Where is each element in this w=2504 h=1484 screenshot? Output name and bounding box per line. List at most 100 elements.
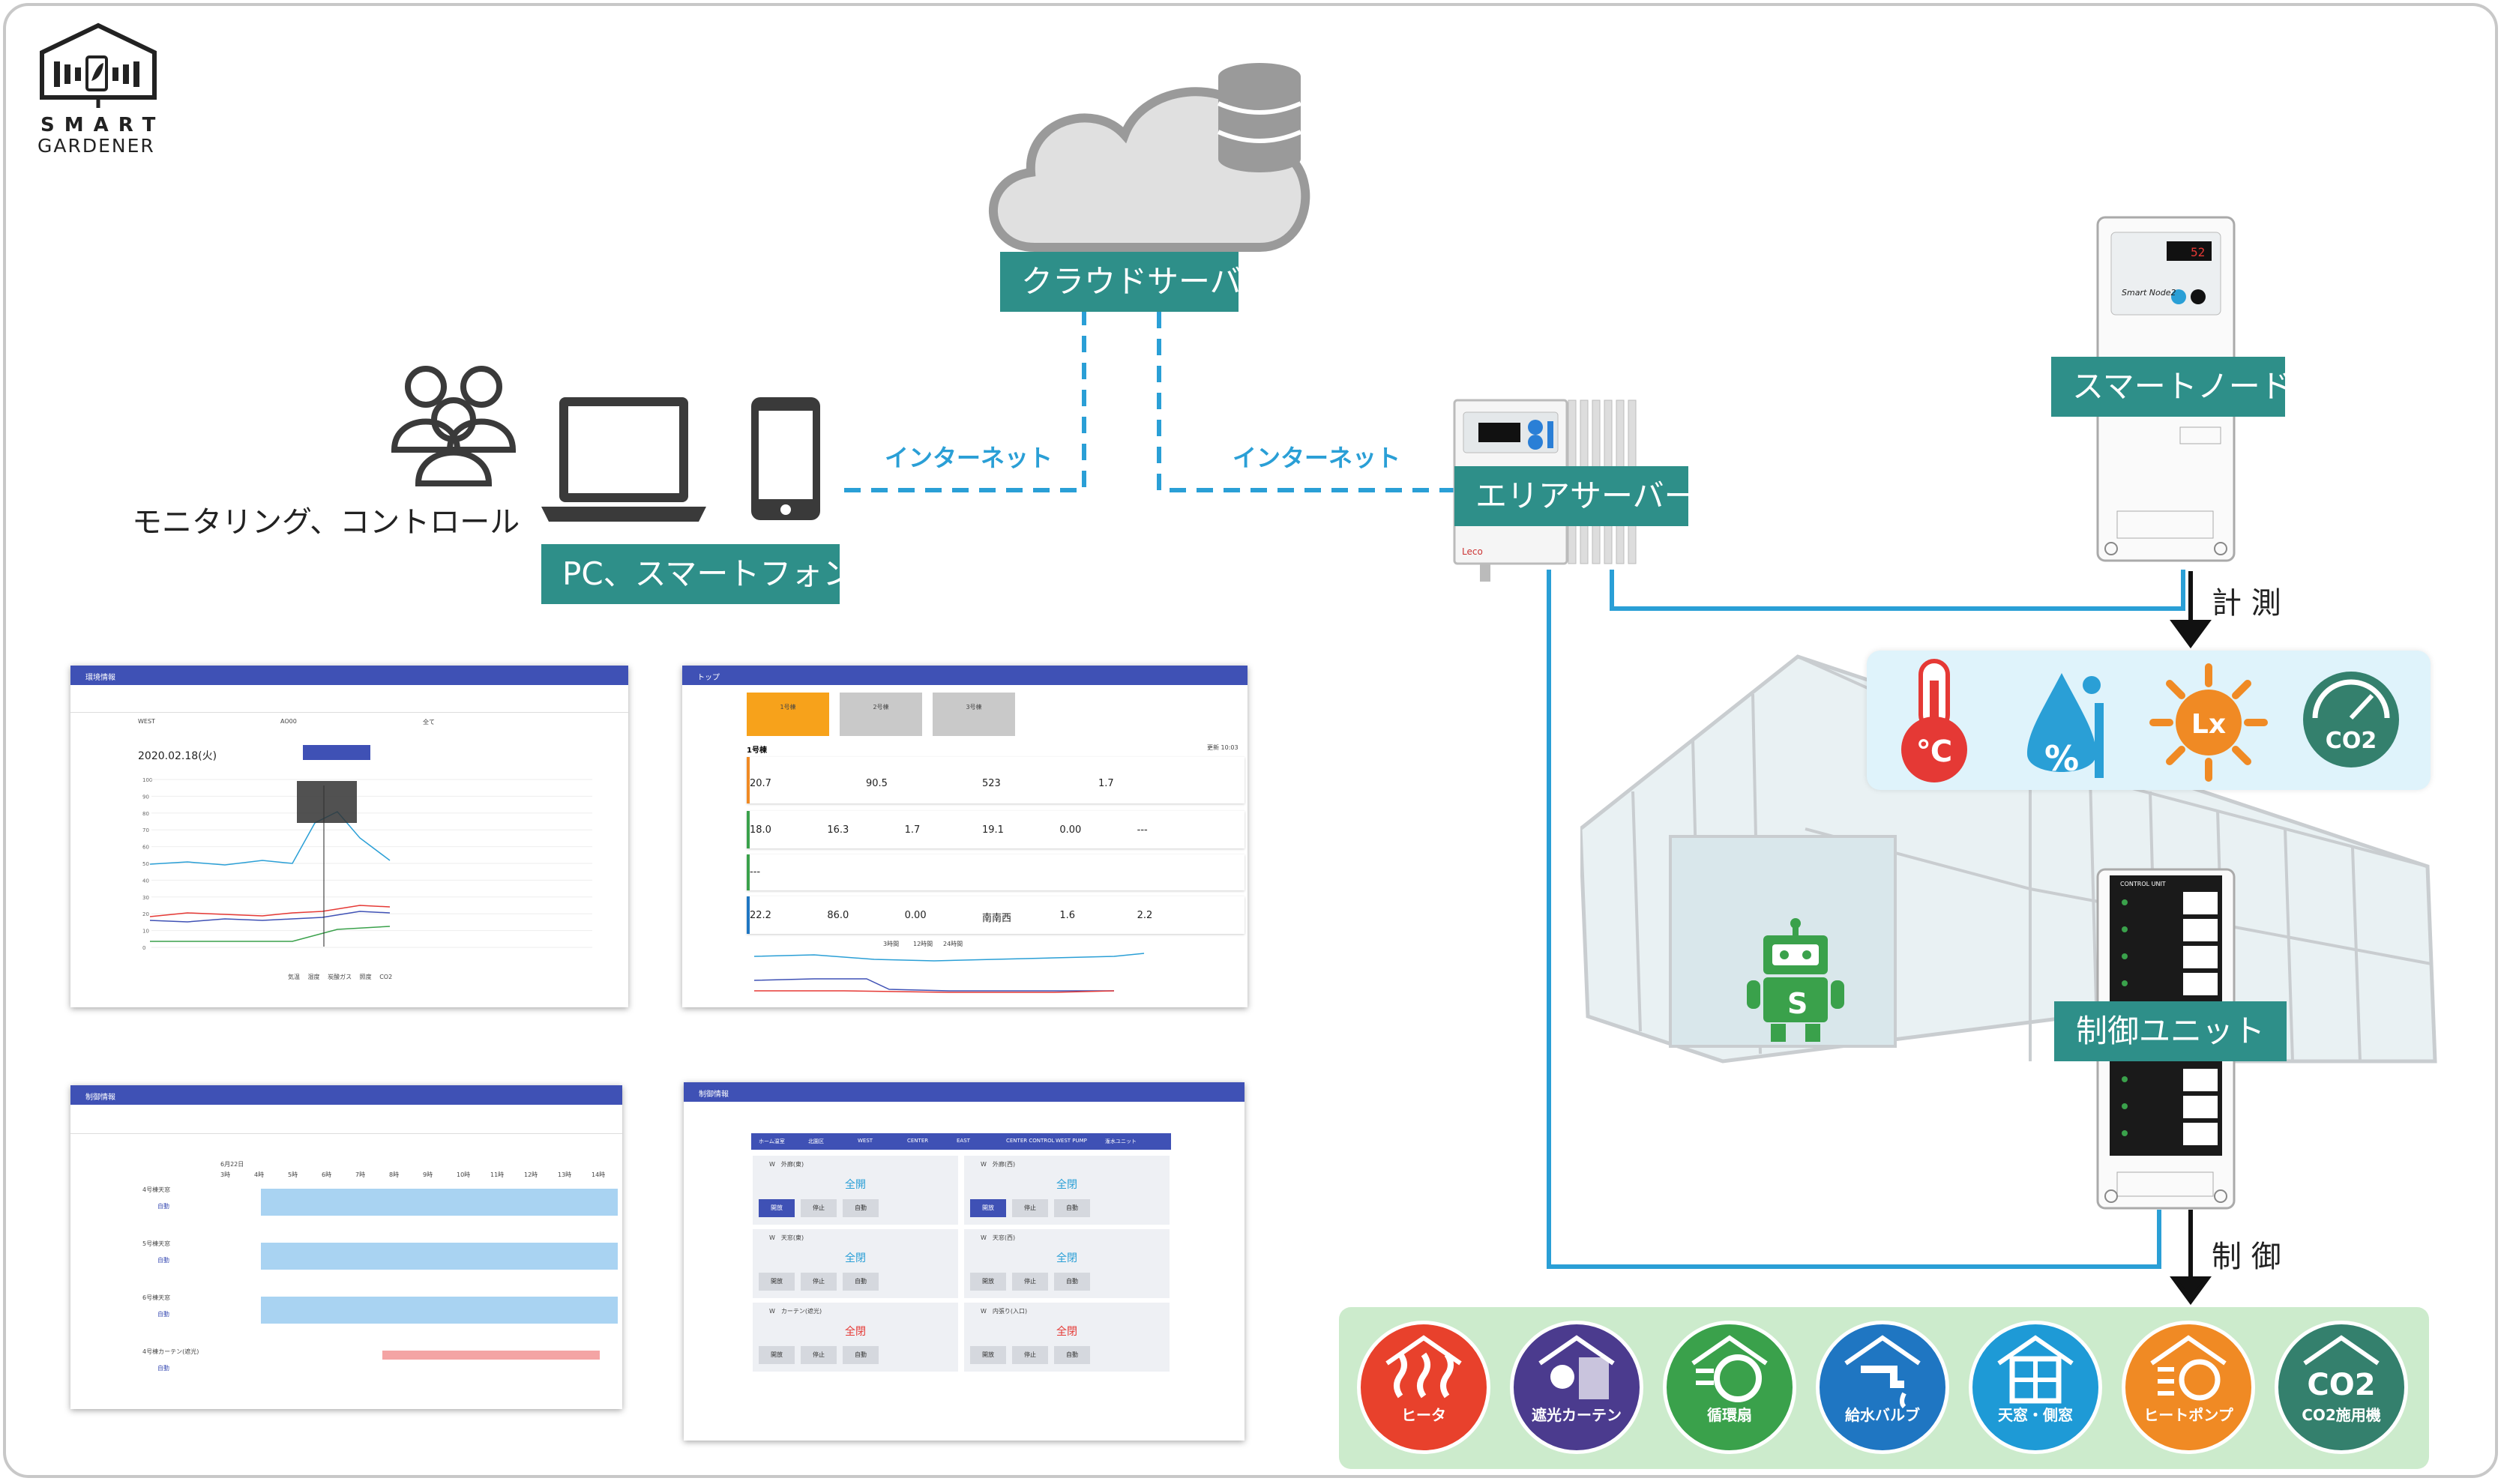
control-button[interactable]: 開放 [759, 1199, 795, 1217]
control-button[interactable]: 開放 [970, 1273, 1006, 1291]
control-card-name: W 外廊(西) [981, 1161, 1016, 1168]
sensor-value: --- [750, 866, 761, 878]
schedule-bar[interactable] [261, 1189, 618, 1216]
screen1-date: 2020.02.18(火) [138, 750, 217, 762]
range-tab[interactable]: 24時間 [943, 941, 963, 947]
sensor-value: 0.00 [1059, 824, 1082, 836]
schedule-mode[interactable]: 自動 [157, 1311, 169, 1318]
control-button[interactable]: 自動 [1054, 1273, 1090, 1291]
actuator-circle: 遮光カーテン [1510, 1321, 1643, 1454]
temperature-unit-text: ℃ [1916, 735, 1952, 769]
control-tab[interactable]: 北園区 [808, 1138, 824, 1144]
hour-label: 7時 [355, 1171, 366, 1178]
schedule-mode[interactable]: 自動 [157, 1257, 169, 1264]
control-tab[interactable]: ホーム温室 [759, 1138, 785, 1144]
screen2-tab-2[interactable]: 2号棟 [840, 693, 922, 736]
screen1-field-a: WEST [138, 718, 155, 725]
schedule-bar[interactable] [261, 1297, 618, 1324]
y-tick-label: 60 [142, 845, 149, 851]
control-button[interactable]: 停止 [1012, 1273, 1048, 1291]
smart-node-label: スマートノード２ [2051, 357, 2323, 417]
control-tab[interactable]: CENTER [907, 1138, 929, 1144]
legend-item: 湿度 [307, 974, 320, 980]
database-icon [1217, 63, 1302, 172]
actuator-icon [1538, 1335, 1615, 1399]
y-tick-label: 50 [142, 861, 149, 867]
logo-text-top: SMART [40, 114, 166, 136]
robot-mascot-icon: S [1747, 918, 1844, 1042]
area-server-label: エリアサーバー [1454, 466, 1696, 526]
control-unit-header: CONTROL UNIT [2120, 881, 2166, 887]
actuator-circle: 天窓・側窓 [1969, 1321, 2102, 1454]
sensor-value: 1.7 [1098, 778, 1114, 789]
schedule-bar[interactable] [382, 1351, 600, 1360]
control-button[interactable]: 自動 [1054, 1346, 1090, 1364]
control-tab[interactable]: 潅水ユニット [1105, 1138, 1137, 1144]
control-button[interactable]: 開放 [759, 1273, 795, 1291]
control-tab[interactable]: CENTER CONTROL [1006, 1138, 1055, 1144]
devices-label: PC、スマートフォン [541, 544, 854, 604]
control-button[interactable]: 開放 [759, 1346, 795, 1364]
screen4-title: 制御情報 [699, 1091, 729, 1099]
control-card-status: 全閉 [845, 1326, 866, 1338]
control-button[interactable]: 自動 [843, 1346, 879, 1364]
control-tab[interactable]: WEST [858, 1138, 873, 1144]
schedule-mode[interactable]: 自動 [157, 1203, 169, 1210]
screen2-tab-3-label: 3号棟 [966, 704, 982, 711]
screen2-chart [754, 953, 1145, 993]
screen1-nav-buttons[interactable] [303, 745, 370, 760]
screen1-tabs [70, 687, 628, 713]
control-button[interactable]: 停止 [801, 1346, 837, 1364]
control-button[interactable]: 停止 [801, 1273, 837, 1291]
control-tab[interactable]: WEST PUMP [1056, 1138, 1087, 1144]
light-unit-text: Lx [2191, 709, 2226, 740]
screen2-header: トップ [682, 666, 1248, 685]
screen1-title: 環境情報 [85, 674, 115, 682]
node-display-value: 52 [2191, 245, 2205, 259]
range-tab[interactable]: 12時間 [913, 941, 933, 947]
control-tab[interactable]: EAST [957, 1138, 970, 1144]
screen3-title: 制御情報 [85, 1094, 115, 1102]
y-tick-label: 80 [142, 811, 149, 817]
control-card-name: W 天窓(西) [981, 1234, 1016, 1241]
screen4-header: 制御情報 [684, 1082, 1245, 1102]
control-button[interactable]: 停止 [801, 1199, 837, 1217]
users-caption: モニタリング、コントロール [132, 505, 520, 540]
control-card-name: W カーテン(遮光) [769, 1308, 822, 1315]
screen1-legend: 気温 湿度 炭酸ガス 照度 CO2 [288, 973, 392, 981]
schedule-mode[interactable]: 自動 [157, 1365, 169, 1372]
schedule-bar[interactable] [261, 1243, 618, 1270]
control-card: W 外廊(東)全開開放停止自動 [753, 1156, 958, 1225]
svg-text:CO2: CO2 [2307, 1368, 2375, 1402]
range-tab[interactable]: 3時間 [883, 941, 900, 947]
control-button[interactable]: 自動 [843, 1199, 879, 1217]
control-card-name: W 天窓(東) [769, 1234, 804, 1241]
y-tick-label: 10 [142, 929, 149, 935]
sensor-value: 20.7 [750, 778, 771, 789]
users-icon [391, 366, 517, 486]
screen2-tab-3[interactable]: 3号棟 [933, 693, 1015, 736]
sensor-value: 16.3 [827, 824, 849, 836]
control-card: W 内張り(入口)全閉開放停止自動 [964, 1303, 1170, 1372]
internet-label-right: インターネット [1233, 444, 1401, 472]
control-card: W 天窓(東)全閉開放停止自動 [753, 1229, 958, 1298]
y-tick-label: 70 [142, 827, 149, 833]
control-button[interactable]: 自動 [843, 1273, 879, 1291]
control-button[interactable]: 開放 [970, 1346, 1006, 1364]
hour-label: 13時 [558, 1171, 572, 1178]
actuator-label: 遮光カーテン [1532, 1406, 1622, 1424]
control-button[interactable]: 停止 [1012, 1346, 1048, 1364]
hour-label: 14時 [592, 1171, 606, 1178]
sensor-value: 19.1 [982, 824, 1004, 836]
control-card: W 天窓(西) 全閉開放停止自動 [964, 1229, 1170, 1298]
control-label: 制 御 [2212, 1240, 2281, 1274]
screen2-tab-1[interactable]: 1号棟 [747, 693, 829, 736]
control-button[interactable]: 停止 [1012, 1199, 1048, 1217]
control-button[interactable]: 自動 [1054, 1199, 1090, 1217]
temperature-sensor-icon: ℃ [1901, 659, 1967, 782]
legend-item: 炭酸ガス [328, 974, 352, 980]
control-card-status: 全閉 [1056, 1252, 1077, 1264]
control-button[interactable]: 開放 [970, 1199, 1006, 1217]
